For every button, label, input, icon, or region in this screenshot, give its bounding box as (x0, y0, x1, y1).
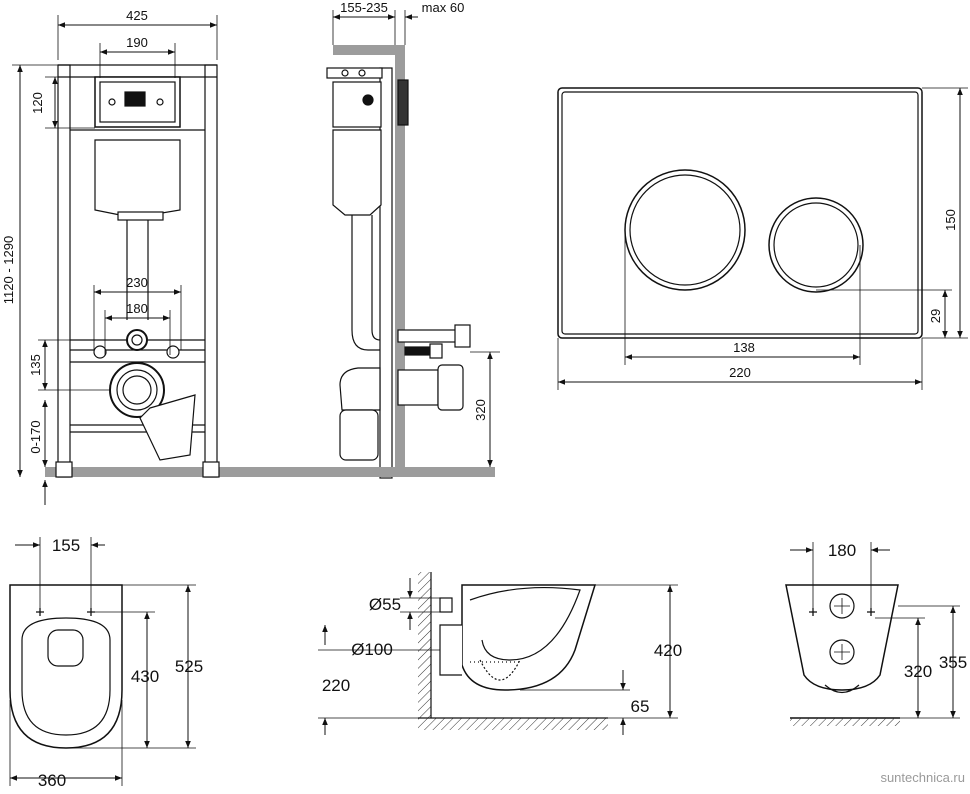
dim-max-60: max 60 (422, 0, 465, 15)
dim-120: 120 (30, 92, 45, 114)
flush-button-small (768, 197, 864, 293)
flush-plate-view (557, 87, 968, 390)
installation-side-view (300, 10, 500, 479)
installation-front-labels: 425 190 120 1120 - 1290 230 180 135 0-17… (1, 8, 148, 454)
dim-65: 65 (631, 697, 650, 716)
dim-138: 138 (733, 340, 755, 355)
floor-hatch (418, 718, 608, 730)
dim-360: 360 (38, 771, 66, 789)
dim-525: 525 (175, 657, 203, 676)
dim-155: 155 (52, 536, 80, 555)
dim-320-side: 320 (473, 399, 488, 421)
bowl-body-side (461, 584, 597, 691)
dim-135: 135 (28, 354, 43, 376)
installation-front-view (12, 15, 495, 505)
dim-dia-55: Ø55 (369, 595, 401, 614)
bowl-outline-back (785, 584, 899, 691)
frame-post-side (379, 67, 393, 479)
frame-post-right (204, 64, 218, 478)
dim-190: 190 (126, 35, 148, 50)
cistern-body (332, 129, 382, 216)
dim-180-back: 180 (828, 541, 856, 560)
bowl-top-view (9, 537, 196, 786)
dim-220-side: 220 (322, 676, 350, 695)
cistern-tank (94, 139, 181, 216)
dim-355: 355 (939, 653, 967, 672)
dim-425: 425 (126, 8, 148, 23)
dim-420: 420 (654, 641, 682, 660)
dim-dia-100: Ø100 (351, 640, 393, 659)
bowl-top-labels: 155 430 525 360 (38, 536, 203, 790)
bowl-back-view (785, 542, 960, 726)
dim-0-170: 0-170 (28, 420, 43, 453)
installation-side-labels: 155-235 max 60 320 (340, 0, 488, 421)
dim-220: 220 (729, 365, 751, 380)
bowl-side-view (318, 572, 678, 735)
watermark: suntechnica.ru (880, 770, 965, 785)
outlet-sleeve (397, 369, 439, 406)
valve-block (124, 91, 146, 107)
dim-230: 230 (126, 275, 148, 290)
floor-slab (45, 467, 495, 477)
bowl-back-labels: 180 320 355 (828, 541, 967, 681)
cistern-head (332, 81, 382, 128)
dim-1120-1290: 1120 - 1290 (1, 236, 16, 304)
wall-section (395, 45, 405, 477)
dim-430: 430 (131, 667, 159, 686)
drain-bend (339, 409, 379, 461)
flush-plate-labels: 150 29 138 220 (729, 209, 958, 380)
dim-320-back: 320 (904, 662, 932, 681)
dim-150: 150 (943, 209, 958, 231)
frame-post-left (57, 64, 71, 478)
bowl-opening (47, 629, 84, 667)
dim-180: 180 (126, 301, 148, 316)
dim-29: 29 (928, 309, 943, 323)
bowl-side-labels: Ø55 Ø100 220 420 65 (322, 595, 682, 716)
water-inlet (126, 329, 148, 351)
dim-155-235: 155-235 (340, 0, 388, 15)
flush-button-large (624, 169, 746, 291)
wall-hatch (418, 572, 431, 718)
